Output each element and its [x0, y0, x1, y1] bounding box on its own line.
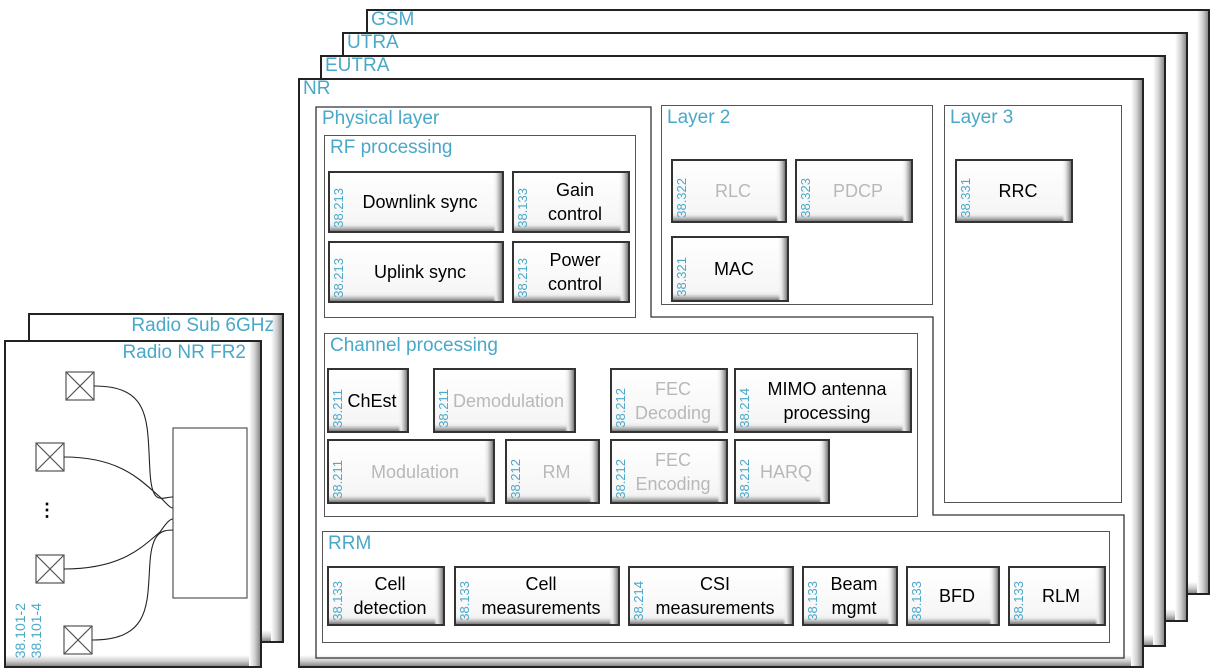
spec-number: 38.213 — [515, 258, 530, 298]
antenna-diagram: ⋮ — [35, 371, 248, 655]
block-mimo-antenna-processing[interactable]: 38.214 MIMO antenna processing — [734, 368, 912, 433]
block-cell-detection[interactable]: 38.133 Cell detection — [327, 566, 445, 626]
block-label: Cell detection — [353, 574, 427, 618]
ellipsis-icon: ⋮ — [38, 500, 56, 520]
block-uplink-sync[interactable]: 38.213 Uplink sync — [328, 241, 504, 303]
spec-number: 38.133 — [909, 581, 924, 621]
block-label: FEC Decoding — [634, 378, 712, 423]
antenna-icon — [35, 442, 65, 472]
block-rm[interactable]: 38.212 RM — [505, 439, 600, 504]
block-label: MIMO antenna processing — [767, 378, 887, 423]
spec-number: 38.321 — [674, 257, 689, 297]
block-mac[interactable]: 38.321 MAC — [671, 236, 789, 302]
block-csi-measurements[interactable]: 38.214 CSI measurements — [628, 566, 794, 626]
spec-number: 38.322 — [674, 178, 689, 218]
spec-number: 38.133 — [1011, 581, 1026, 621]
block-label: Cell measurements — [481, 574, 601, 618]
block-label: RLM — [1041, 586, 1080, 606]
block-label: Beam mgmt — [830, 574, 878, 618]
spec-number: 38.331 — [958, 178, 973, 218]
block-label: Demodulation — [452, 390, 565, 411]
spec-number: 38.213 — [331, 188, 346, 228]
block-modulation[interactable]: 38.211 Modulation — [327, 439, 495, 504]
rf-processing-title: RF processing — [330, 137, 453, 158]
spec-number: 38.323 — [798, 178, 813, 218]
block-fec-encoding[interactable]: 38.212 FEC Encoding — [610, 439, 728, 504]
block-downlink-sync[interactable]: 38.213 Downlink sync — [328, 171, 504, 233]
layer3-title: Layer 3 — [950, 107, 1014, 128]
block-label: Power control — [547, 250, 603, 294]
stack-label: UTRA — [347, 32, 399, 53]
block-label: RRC — [998, 181, 1038, 201]
spec-number: 38.214 — [737, 388, 752, 428]
antenna-icon — [63, 625, 93, 655]
stack-label: EUTRA — [325, 55, 390, 76]
block-label: HARQ — [759, 461, 812, 482]
spec-number: 38.211 — [436, 389, 451, 428]
stack-label: NR — [303, 78, 331, 99]
block-label: FEC Encoding — [635, 449, 711, 494]
transceiver-box — [172, 427, 248, 599]
block-label: RM — [542, 461, 571, 482]
block-label: MAC — [714, 259, 754, 279]
block-label: BFD — [939, 586, 975, 606]
spec-number: 38.211 — [330, 389, 345, 428]
feed-lines — [63, 385, 174, 641]
block-cell-measurements[interactable]: 38.133 Cell measurements — [454, 566, 620, 626]
spec-number: 38.212 — [613, 388, 628, 428]
channel-processing-title: Channel processing — [330, 335, 498, 356]
block-label: PDCP — [832, 181, 883, 201]
spec-number: 38.212 — [508, 459, 523, 499]
block-label: Downlink sync — [362, 192, 478, 212]
radio-fr2-label: Radio NR FR2 — [122, 342, 246, 363]
block-rrc[interactable]: 38.331 RRC — [955, 159, 1073, 223]
block-gain-control[interactable]: 38.133 Gain control — [512, 171, 630, 233]
stack-label: GSM — [371, 9, 415, 30]
block-power-control[interactable]: 38.213 Power control — [512, 241, 630, 303]
spec-number: 38.211 — [330, 460, 345, 499]
radio-sub6-label: Radio Sub 6GHz — [131, 315, 274, 336]
block-label: CSI measurements — [655, 574, 775, 618]
spec-number: 38.133 — [330, 581, 345, 621]
block-label: RLC — [714, 181, 751, 201]
block-bfd[interactable]: 38.133 BFD — [906, 566, 1000, 626]
block-label: Uplink sync — [373, 262, 467, 282]
spec-number: 38.213 — [331, 258, 346, 298]
spec-number: 38.214 — [631, 581, 646, 621]
block-pdcp[interactable]: 38.323 PDCP — [795, 159, 913, 223]
spec-number: 38.133 — [515, 188, 530, 228]
radio-fr2-card: Radio NR FR2 ⋮ 38.101-2 38.101-4 — [4, 340, 262, 668]
spec-number: 38.212 — [737, 459, 752, 499]
physical-layer-title: Physical layer — [322, 108, 440, 129]
spec-number: 38.212 — [613, 459, 628, 499]
spec-number: 38.133 — [805, 581, 820, 621]
block-rlc[interactable]: 38.322 RLC — [671, 159, 787, 223]
layer2-title: Layer 2 — [667, 107, 731, 128]
block-fec-decoding[interactable]: 38.212 FEC Decoding — [610, 368, 728, 433]
spec-number: 38.133 — [457, 581, 472, 621]
block-label: Gain control — [547, 180, 603, 224]
block-harq[interactable]: 38.212 HARQ — [734, 439, 830, 504]
block-rlm[interactable]: 38.133 RLM — [1008, 566, 1106, 626]
block-label: ChEst — [347, 390, 397, 411]
block-label: Modulation — [370, 461, 460, 482]
block-beam-mgmt[interactable]: 38.133 Beam mgmt — [802, 566, 898, 626]
antenna-icon — [35, 554, 65, 584]
rrm-title: RRM — [328, 533, 372, 554]
